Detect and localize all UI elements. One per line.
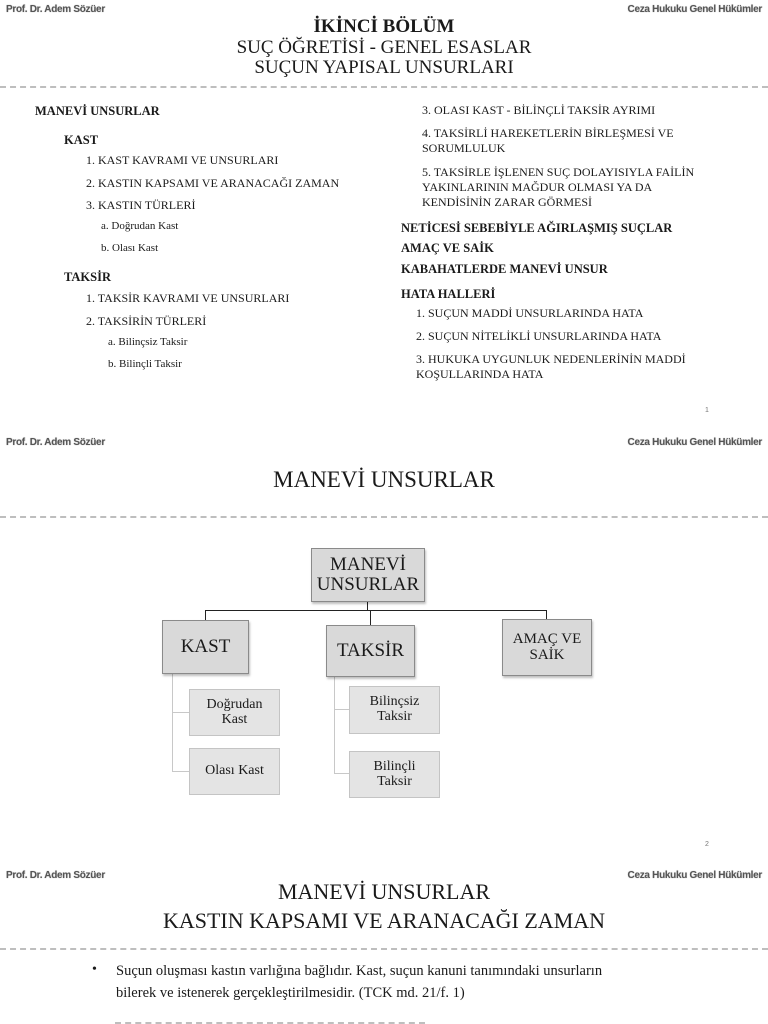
title-separator <box>0 86 768 88</box>
connector-taksir-children <box>334 677 335 774</box>
connector-taksir-jog <box>367 610 371 611</box>
taksir-item-2: 2. TAKSİRİN TÜRLERİ <box>86 314 207 328</box>
hata-item-2: 2. SUÇUN NİTELİKLİ UNSURLARINDA HATA <box>416 329 662 343</box>
title-separator <box>0 948 768 950</box>
diagram-node-olasi-kast: Olası Kast <box>189 748 280 795</box>
right-item-4: 4. TAKSİRLİ HAREKETLERİN BİRLEŞMESİ VE S… <box>422 126 674 155</box>
heading-kabahatlerde: KABAHATLERDE MANEVİ UNSUR <box>401 262 608 276</box>
bilincli-line-2: Taksir <box>377 773 412 789</box>
amac-line-1: AMAÇ VE <box>512 630 582 647</box>
heading-amac-ve-saik: AMAÇ VE SAİK <box>401 241 494 255</box>
header-course: Ceza Hukuku Genel Hükümler <box>627 870 763 881</box>
connector-root <box>367 601 368 611</box>
diagram-node-amac-ve-saik: AMAÇ VE SAİK <box>502 619 592 676</box>
bilincsiz-line-1: Bilinçsiz <box>369 694 420 710</box>
olasi-label: Olası Kast <box>205 763 264 779</box>
diagram-node-bilincli-taksir: Bilinçli Taksir <box>349 751 440 798</box>
slide-1-title-line-1: İKİNCİ BÖLÜM <box>313 16 455 37</box>
bullet-line-1: Suçun oluşması kastın varlığına bağlıdır… <box>116 963 603 979</box>
bilincli-line-1: Bilinçli <box>373 758 416 774</box>
diagram-node-dogrudan-kast: Doğrudan Kast <box>189 689 280 736</box>
header-author: Prof. Dr. Adem Sözüer <box>6 870 105 881</box>
diagram-node-bilincsiz-taksir: Bilinçsiz Taksir <box>349 686 440 734</box>
kast-item-2: 2. KASTIN KAPSAMI VE ARANACAĞI ZAMAN <box>86 176 340 190</box>
heading-kast: KAST <box>64 133 99 147</box>
bullet-icon: • <box>92 962 97 977</box>
heading-taksir: TAKSİR <box>64 270 112 284</box>
diagram-root-manevi-unsurlar: MANEVİ UNSURLAR <box>311 548 425 602</box>
connector-horizontal <box>205 610 547 611</box>
taksir-subitem-b: b. Bilinçli Taksir <box>108 358 182 370</box>
taksir-subitem-a: a. Bilinçsiz Taksir <box>108 336 188 348</box>
connector-bilincli <box>334 773 349 774</box>
header-course: Ceza Hukuku Genel Hükümler <box>627 437 763 448</box>
diagram-node-kast: KAST <box>162 620 249 674</box>
hata-item-3: 3. HUKUKA UYGUNLUK NEDENLERİNİN MADDİ KO… <box>416 352 686 381</box>
taksir-label: TAKSİR <box>336 640 405 662</box>
title-separator <box>0 516 768 518</box>
slide-1-title-line-3: SUÇUN YAPISAL UNSURLARI <box>254 57 514 78</box>
bilincsiz-line-2: Taksir <box>377 709 412 724</box>
heading-neticesi-sebebiyle: NETİCESİ SEBEBİYLE AĞIRLAŞMIŞ SUÇLAR <box>401 221 673 235</box>
page-number-2: 2 <box>705 841 709 848</box>
bottom-separator <box>115 1022 425 1024</box>
kast-label: KAST <box>180 636 231 658</box>
connector-kast-children <box>172 673 173 772</box>
kast-item-1: 1. KAST KAVRAMI VE UNSURLARI <box>86 153 279 167</box>
connector-amac <box>546 610 547 619</box>
taksir-item-1: 1. TAKSİR KAVRAMI VE UNSURLARI <box>86 291 290 305</box>
diagram-node-taksir: TAKSİR <box>326 625 415 677</box>
hata-item-1: 1. SUÇUN MADDİ UNSURLARINDA HATA <box>416 306 644 320</box>
header-course: Ceza Hukuku Genel Hükümler <box>627 4 763 15</box>
root-line-1: MANEVİ <box>330 554 406 576</box>
slide-1-title-line-2: SUÇ ÖĞRETİSİ - GENEL ESASLAR <box>236 37 532 58</box>
dogrudan-line-2: Kast <box>221 711 248 727</box>
header-author: Prof. Dr. Adem Sözüer <box>6 4 105 15</box>
kast-item-3: 3. KASTIN TÜRLERİ <box>86 198 196 212</box>
amac-line-2: SAİK <box>529 646 565 663</box>
kast-subitem-b: b. Olası Kast <box>101 242 159 254</box>
dogrudan-line-1: Doğrudan <box>206 696 263 712</box>
heading-hata-halleri: HATA HALLERİ <box>401 287 496 301</box>
slide-3-title-line-1: MANEVİ UNSURLAR <box>277 879 491 904</box>
connector-olasi <box>172 771 189 772</box>
kast-subitem-a: a. Doğrudan Kast <box>101 220 179 232</box>
header-author: Prof. Dr. Adem Sözüer <box>6 437 105 448</box>
slide-3-title-line-2: KASTIN KAPSAMI VE ARANACAĞI ZAMAN <box>162 908 606 933</box>
connector-kast <box>205 610 206 621</box>
slide-2-title: MANEVİ UNSURLAR <box>273 467 495 492</box>
bullet-line-2: bilerek ve istenerek gerçekleştirilmesid… <box>116 985 465 1001</box>
heading-manevi-unsurlar: MANEVİ UNSURLAR <box>35 104 160 118</box>
connector-taksir <box>370 610 371 625</box>
page-number-1: 1 <box>705 407 709 414</box>
connector-dogrudan <box>172 712 189 713</box>
connector-bilincsiz <box>334 709 349 710</box>
right-item-5: 5. TAKSİRLE İŞLENEN SUÇ DOLAYISIYLA FAİL… <box>422 165 695 209</box>
right-item-3: 3. OLASI KAST - BİLİNÇLİ TAKSİR AYRIMI <box>422 103 656 117</box>
root-line-2: UNSURLAR <box>316 574 420 595</box>
